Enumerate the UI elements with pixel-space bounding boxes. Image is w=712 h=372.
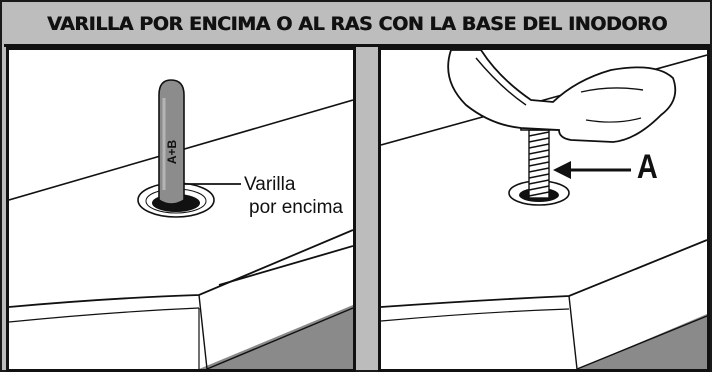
hand-thumb-line — [585, 117, 642, 123]
callout-line2: por encima — [249, 197, 343, 218]
callout-rod-above: Varilla por encima — [244, 173, 343, 219]
base-lower-edge — [9, 307, 200, 323]
base-corner-line — [198, 294, 208, 369]
hand-knuckle-line — [580, 87, 644, 93]
base-side-edge — [218, 245, 353, 286]
title-bar: VARILLA POR ENCIMA O AL RAS CON LA BASE … — [4, 4, 710, 47]
hand — [447, 50, 677, 143]
rod-marking: A+B — [165, 139, 179, 165]
base-lower-edge — [381, 308, 570, 322]
panel-rod-above: A+B Varilla por encima — [6, 47, 356, 372]
figure-title: VARILLA POR ENCIMA O AL RAS CON LA BASE … — [46, 13, 668, 35]
hand-finger-line — [475, 57, 527, 106]
floor-edge — [576, 315, 707, 369]
base-front-edge — [9, 229, 353, 308]
rod-above-illustration — [9, 79, 353, 369]
rod-threads — [528, 131, 550, 197]
floor-edge — [206, 307, 353, 369]
panel-rod-flush: A — [378, 47, 710, 372]
floor-shade — [199, 305, 353, 369]
base-front-edge — [381, 239, 707, 308]
callout-label-a: A — [636, 148, 658, 186]
base-corner-line — [568, 295, 578, 369]
callout-arrowhead — [553, 161, 571, 179]
callout-line1: Varilla — [244, 174, 296, 195]
rod-flush-illustration — [381, 50, 707, 369]
